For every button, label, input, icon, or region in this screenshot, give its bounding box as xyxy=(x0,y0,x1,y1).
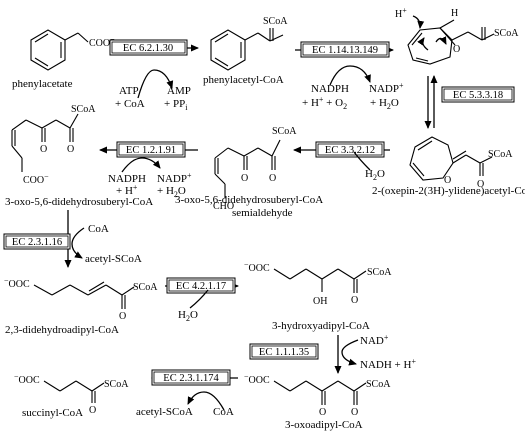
cofactor-ppi: + PPi xyxy=(164,98,188,112)
oxo-didehydrosuberyl-o2: O xyxy=(67,144,74,155)
oxoadipyl-o1: O xyxy=(319,407,326,418)
cofactor-nadp-1: NADP+ xyxy=(369,81,404,95)
epoxide-o: O xyxy=(453,44,460,55)
succinyl-structure: −OOC O SCoA xyxy=(14,372,129,416)
succinyl-o: O xyxy=(89,405,96,416)
phenylacetate-label: phenylacetate xyxy=(12,78,73,90)
ec-label-1: EC 6.2.1.30 xyxy=(123,43,173,54)
ec-label-9: EC 2.3.1.174 xyxy=(163,373,219,384)
cofactor-h2o-1: + H2O xyxy=(370,97,399,111)
cofactor-h-plus-2: + H+ xyxy=(116,183,138,197)
hydroxyadipyl-structure: −OOC OH O SCoA xyxy=(244,260,392,307)
ec-box-4 xyxy=(315,141,385,158)
ec-box-8 xyxy=(249,343,319,360)
cofactor-coa-2: CoA xyxy=(88,223,109,235)
scoa-group-1: SCoA xyxy=(263,16,288,27)
ec-label-5: EC 1.2.1.91 xyxy=(126,145,176,156)
oxepin-structure: O O SCoA xyxy=(409,136,513,190)
ec-box-6 xyxy=(3,233,71,250)
scoa-group-3: SCoA xyxy=(488,149,513,160)
cofactor-arc-1 xyxy=(137,69,174,99)
cofactor-amp: AMP xyxy=(167,85,191,97)
scoa-group-4: SCoA xyxy=(272,126,297,137)
oxo-didehydrosuberyl-coo: COO− xyxy=(23,172,49,186)
cofactor-acetyl-scoa-2: acetyl-SCoA xyxy=(136,406,193,418)
cofactor-nadph-2: NADPH xyxy=(108,173,146,185)
cofactor-h2o-3: + H2O xyxy=(157,185,186,199)
cofactor-atp: ATP xyxy=(119,85,139,97)
oxo-didehydrosuberyl-structure: O O SCoA COO− xyxy=(11,104,96,186)
cofactor-nadp-2: NADP+ xyxy=(157,171,192,185)
oxoadipyl-label: 3-oxoadipyl-CoA xyxy=(285,419,363,431)
hydroxyadipyl-ooc: −OOC xyxy=(244,260,270,274)
h-plus-label: H+ xyxy=(395,6,407,20)
cofactor-coa-1: + CoA xyxy=(115,98,145,110)
scoa-group-7: SCoA xyxy=(367,267,392,278)
oxepin-o: O xyxy=(444,175,451,186)
cofactor-h2o-2: H2O xyxy=(365,168,385,182)
semialdehyde-cho: CHO xyxy=(213,201,234,212)
semialdehyde-label-1: 3-oxo-5,6-didehydrosuberyl-CoA xyxy=(175,194,323,206)
didehydroadipyl-o: O xyxy=(119,311,126,322)
hydroxyadipyl-label: 3-hydroxyadipyl-CoA xyxy=(272,320,370,332)
didehydroadipyl-label: 2,3-didehydroadipyl-CoA xyxy=(5,324,119,336)
semialdehyde-structure: O O SCoA CHO xyxy=(213,126,297,212)
ec-label-3: EC 5.3.3.18 xyxy=(453,90,503,101)
hydroxyadipyl-o: O xyxy=(351,295,358,306)
ec-box-9 xyxy=(151,369,231,386)
oxoadipyl-o2: O xyxy=(351,407,358,418)
semialdehyde-label-2: semialdehyde xyxy=(232,207,293,219)
oxoadipyl-ooc: −OOC xyxy=(244,372,270,386)
semialdehyde-o2: O xyxy=(269,173,276,184)
cofactor-coa-3: CoA xyxy=(213,406,234,418)
cofactor-acetyl-scoa-1: acetyl-SCoA xyxy=(85,253,142,265)
scoa-group-6: SCoA xyxy=(133,282,158,293)
didehydroadipyl-structure: −OOC O SCoA xyxy=(4,276,158,322)
scoa-group-8: SCoA xyxy=(366,379,391,390)
ec-label-8: EC 1.1.1.35 xyxy=(259,347,309,358)
cofactor-nad: NAD+ xyxy=(360,333,389,347)
succinyl-ooc: −OOC xyxy=(14,372,40,386)
ec-label-6: EC 2.3.1.16 xyxy=(12,237,62,248)
cofactor-arc-5 xyxy=(121,157,161,173)
succinyl-label: succinyl-CoA xyxy=(22,407,83,419)
oxo-didehydrosuberyl-o1: O xyxy=(40,144,47,155)
cofactor-h-o2: + H+ + O2 xyxy=(302,95,347,111)
cofactor-arc-9 xyxy=(187,391,225,411)
cofactor-h2o-4: H2O xyxy=(178,309,198,323)
cofactor-nadh: NADH + H+ xyxy=(360,357,416,371)
scoa-group-2: SCoA xyxy=(494,28,519,39)
phenylacetyl-coa-structure: SCoA xyxy=(210,16,288,71)
ec-label-4: EC 3.3.2.12 xyxy=(325,145,375,156)
cofactor-arc-2 xyxy=(329,65,371,86)
h-label: H xyxy=(451,8,458,19)
cofactor-nadph-1: NADPH xyxy=(311,83,349,95)
ec-label-7: EC 4.2.1.17 xyxy=(176,281,226,292)
ec-box-2 xyxy=(300,41,390,58)
scoa-group-5: SCoA xyxy=(71,104,96,115)
semialdehyde-o1: O xyxy=(241,173,248,184)
ec-box-7 xyxy=(166,277,236,294)
oxepin-label: 2-(oxepin-2(3H)-ylidene)acetyl-CoA xyxy=(372,185,525,197)
hydroxyadipyl-oh: OH xyxy=(313,296,327,307)
oxepin-carbonyl-o: O xyxy=(477,179,484,190)
ec-box-3 xyxy=(441,86,515,103)
cofactor-arc-7 xyxy=(189,289,209,309)
oxo-didehydrosuberyl-label: 3-oxo-5,6-didehydrosuberyl-CoA xyxy=(5,196,153,208)
scoa-group-9: SCoA xyxy=(104,379,129,390)
ec-label-2: EC 1.14.13.149 xyxy=(312,45,378,56)
epoxide-structure: H+ H O SCoA xyxy=(395,6,519,65)
cofactor-arc-8 xyxy=(341,339,359,366)
cofactor-arc-6 xyxy=(71,227,85,259)
ec-box-1 xyxy=(109,39,188,56)
cofactor-arc-4 xyxy=(353,151,371,171)
didehydroadipyl-ooc: −OOC xyxy=(4,276,30,290)
phenylacetate-structure: COO− xyxy=(30,29,115,71)
oxoadipyl-structure: −OOC O O SCoA xyxy=(244,372,391,418)
ec-box-5 xyxy=(116,141,186,158)
phenylacetyl-coa-label: phenylacetyl-CoA xyxy=(203,74,284,86)
